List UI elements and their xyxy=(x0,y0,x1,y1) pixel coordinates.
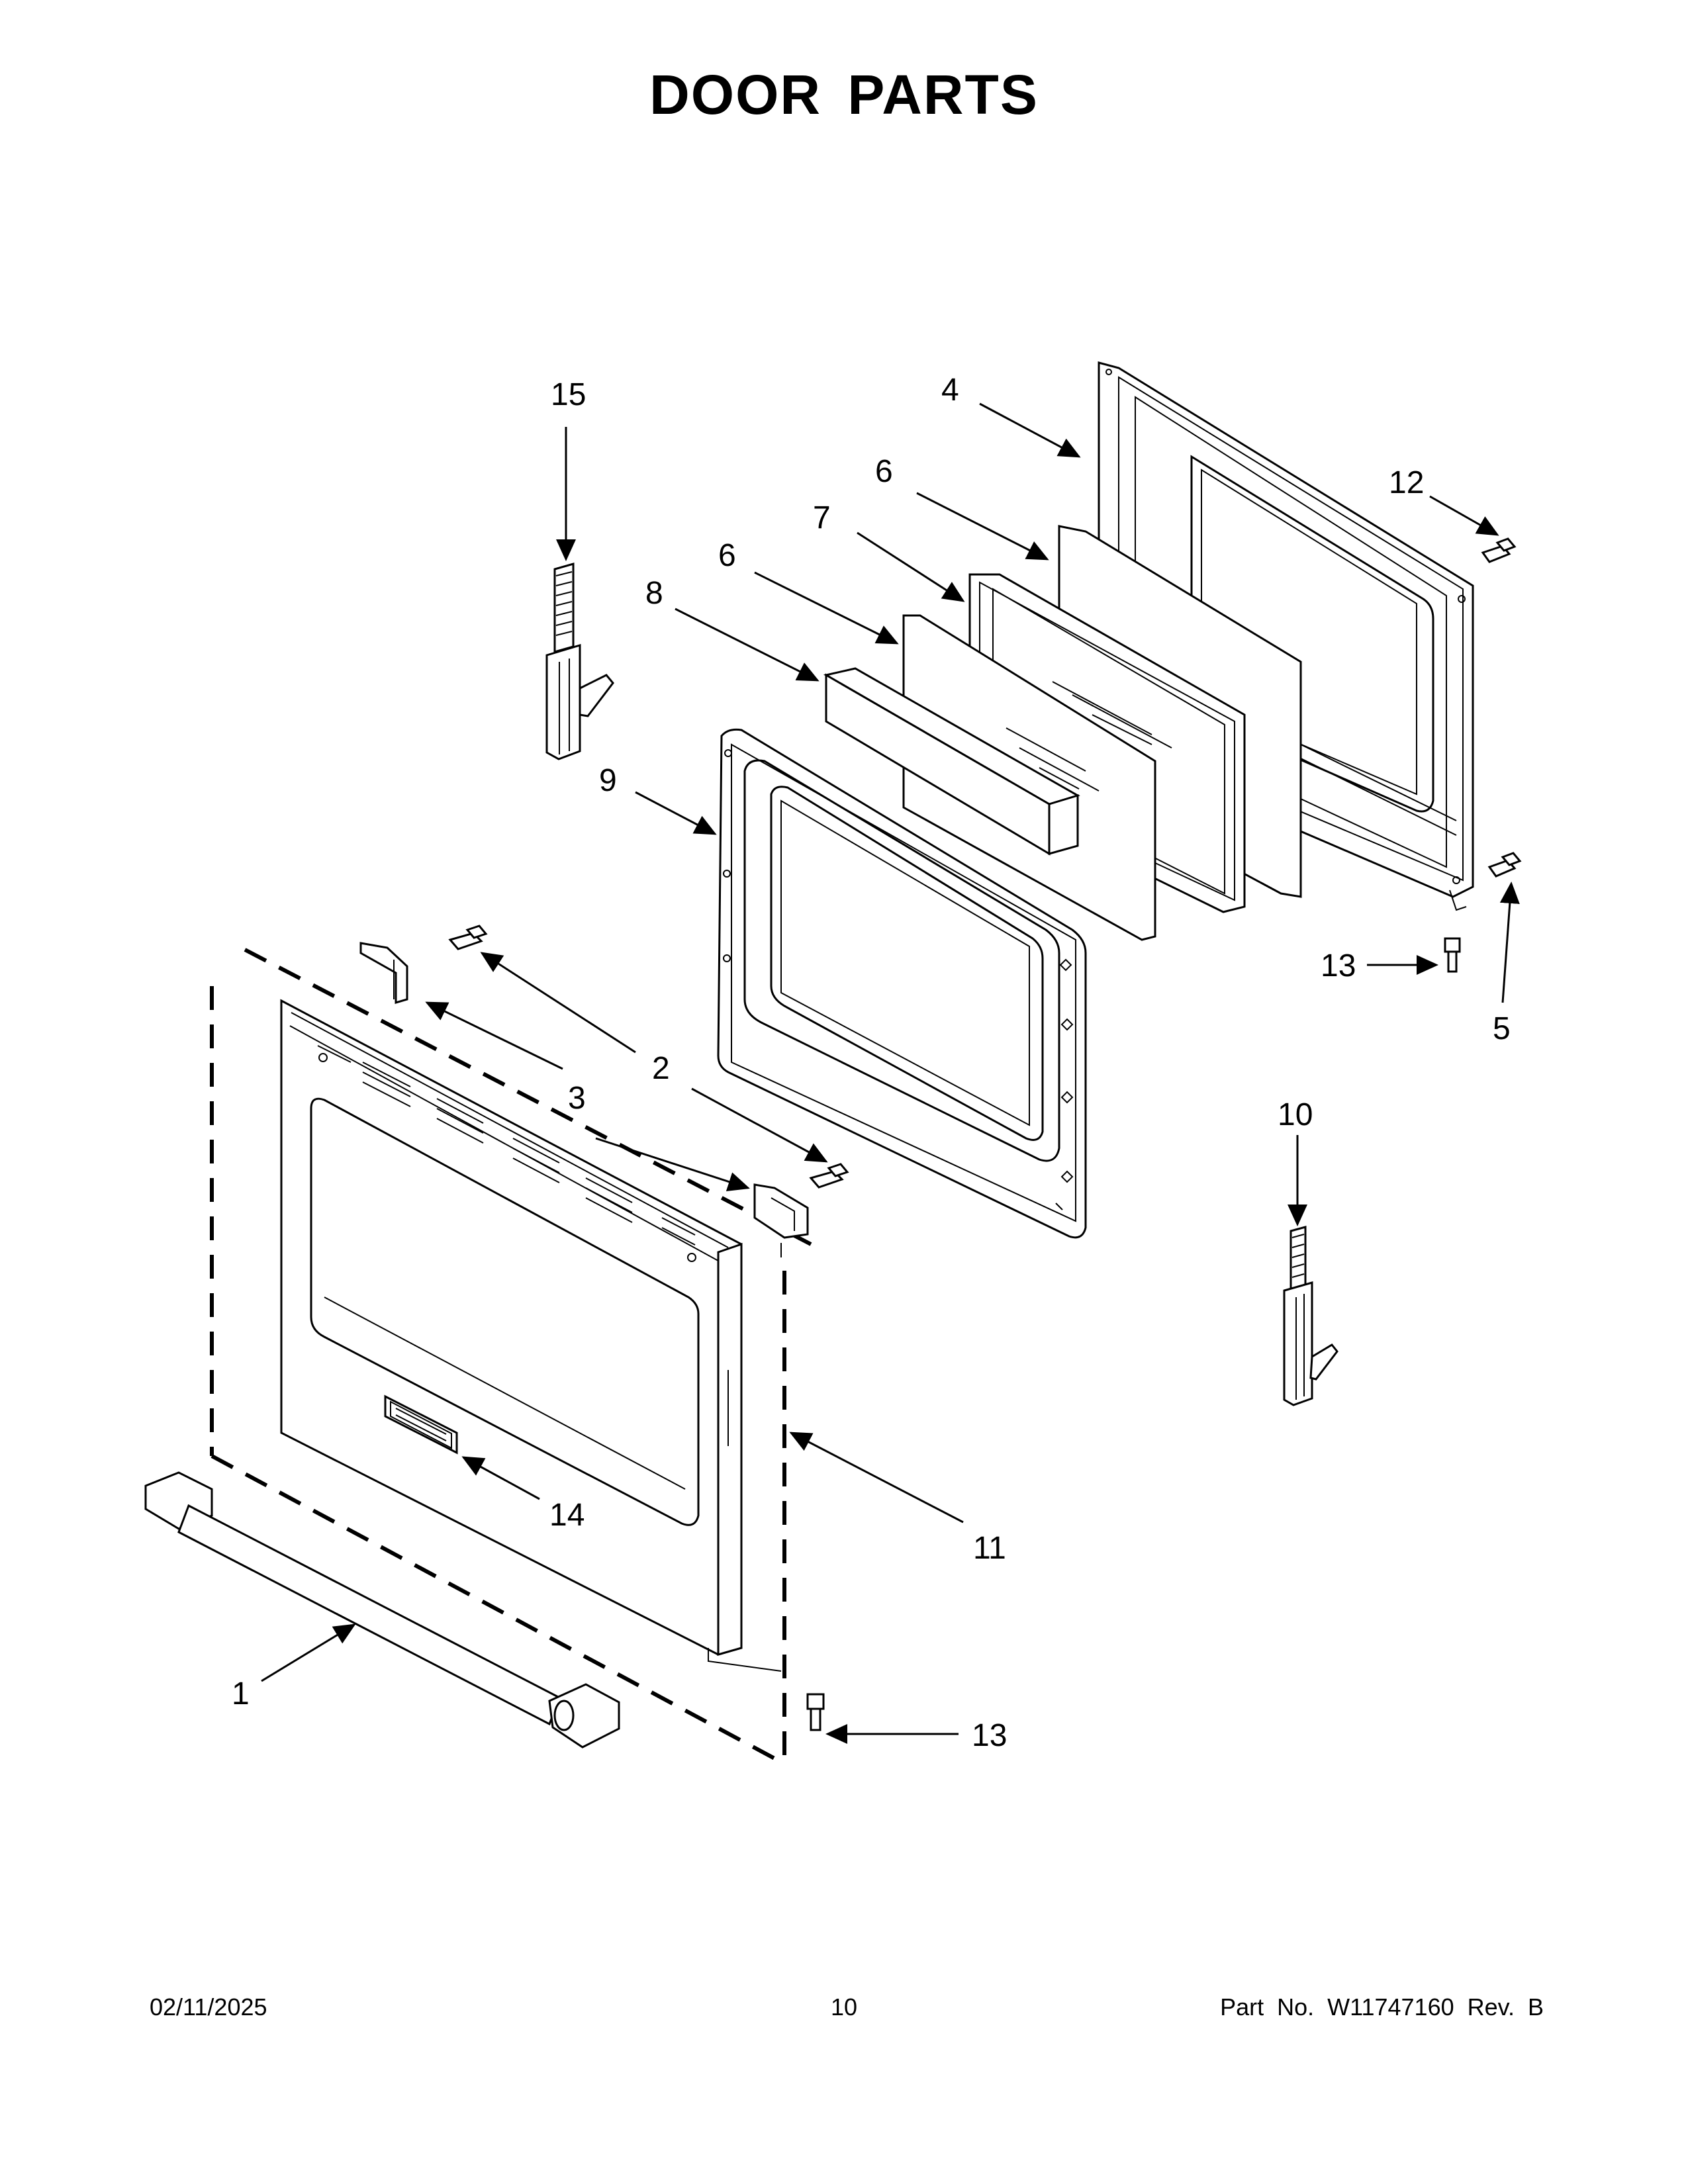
outer-door-dashed-outline xyxy=(210,948,812,1766)
hinge-receiver-right xyxy=(753,1183,809,1257)
badge xyxy=(384,1394,458,1455)
screw-13-lower xyxy=(806,1693,825,1731)
page-title: DOOR PARTS xyxy=(649,64,1039,126)
hinge-left xyxy=(545,563,614,760)
door-frame xyxy=(717,728,1087,1239)
hinge-receiver-left xyxy=(359,942,408,1005)
screw-5 xyxy=(1487,852,1522,878)
footer-part-number: Part No. W11747160 Rev. B xyxy=(1220,1993,1544,2021)
callout-14: 14 xyxy=(549,1498,585,1533)
screw-12 xyxy=(1481,537,1517,563)
callout-8: 8 xyxy=(645,576,663,611)
callouts: 15 4 6 7 6 8 9 12 13 5 10 2 3 14 11 1 13 xyxy=(232,373,1511,1753)
hinge-right xyxy=(1283,1226,1338,1406)
callout-2: 2 xyxy=(652,1051,670,1086)
callout-5: 5 xyxy=(1493,1011,1511,1046)
callout-11: 11 xyxy=(973,1531,1006,1566)
callout-6-front: 6 xyxy=(718,538,736,573)
insulation xyxy=(823,667,1080,856)
callout-3: 3 xyxy=(568,1081,586,1116)
footer-page-number: 10 xyxy=(830,1993,858,2021)
callout-9: 9 xyxy=(599,763,617,798)
callout-4: 4 xyxy=(941,373,959,408)
outer-door-panel xyxy=(280,999,782,1672)
callout-10: 10 xyxy=(1278,1097,1313,1132)
callout-15: 15 xyxy=(551,377,586,412)
screw-13-upper xyxy=(1444,937,1461,973)
screw-2-upper xyxy=(448,925,488,950)
callout-13-lower: 13 xyxy=(972,1718,1007,1753)
callout-6-rear: 6 xyxy=(875,454,893,489)
callout-1: 1 xyxy=(232,1676,250,1711)
callout-12: 12 xyxy=(1389,465,1424,500)
callout-7: 7 xyxy=(813,500,831,535)
door-handle xyxy=(144,1471,620,1749)
screw-2-lower xyxy=(809,1163,849,1189)
footer-date: 02/11/2025 xyxy=(150,1993,267,2021)
callout-13-upper: 13 xyxy=(1321,948,1356,983)
leader-lines xyxy=(261,402,1520,1744)
